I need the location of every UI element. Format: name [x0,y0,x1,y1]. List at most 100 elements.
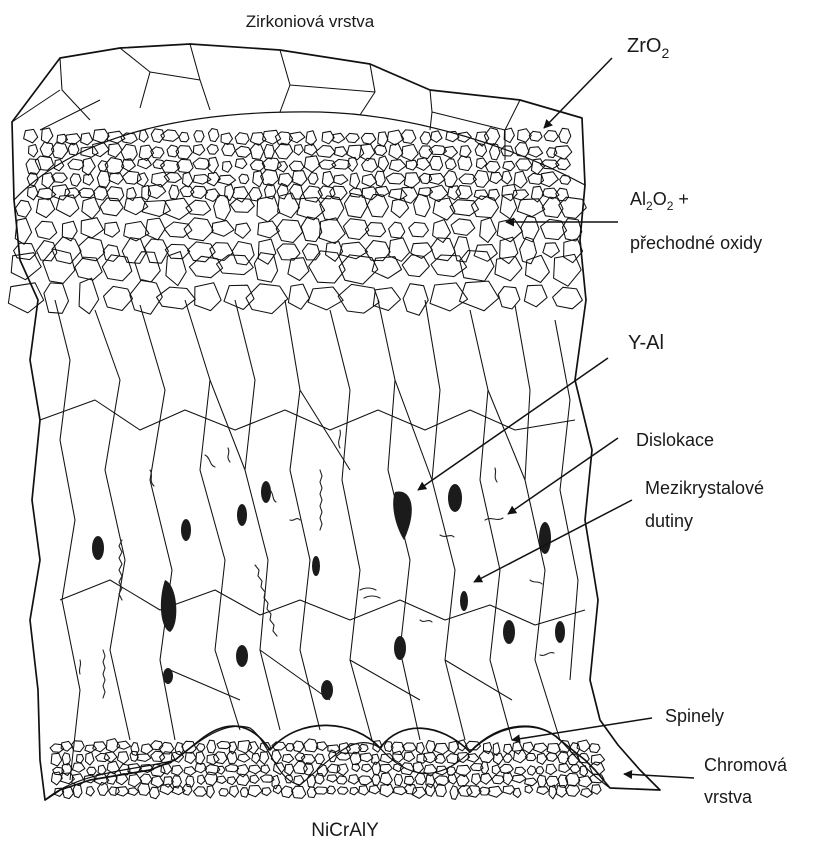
grain-cell [318,160,335,170]
grain-cell [514,171,527,188]
grain-cell [44,283,69,313]
grain-cell [451,219,475,236]
grain-cell [431,131,442,143]
grain-cell [29,145,38,158]
grain-cell [430,283,468,311]
grain-cell [139,130,148,142]
grain-cell [86,752,95,765]
grain-cell [515,143,529,157]
grain-cell [235,133,249,145]
grain-cell [257,196,280,222]
grain-cell [372,775,380,786]
grain-cell [198,775,206,784]
grain-cell [503,161,515,171]
grain-cell [182,741,196,753]
grain-cell [319,218,345,244]
grain-cell [137,754,151,761]
grain-cell [424,765,437,777]
grain-cell [122,171,141,184]
grain-cell [68,159,84,170]
grain-cell [472,774,481,785]
grain-cell [214,195,231,220]
grain-cell [556,188,569,201]
arrow-intercrystal [474,500,632,582]
arrow-chromium [624,774,694,778]
label-zro2-main: ZrO [627,35,661,57]
grain-cell [402,255,429,277]
grain-cell [566,785,580,796]
grain-cell [458,156,472,171]
grain-cell [367,195,388,218]
grain-cell [221,133,233,145]
grain-cell [73,763,85,773]
grain-cell [380,784,394,797]
grain-cell [346,133,360,142]
grain-cell [425,784,435,797]
grain-cell [76,755,83,764]
grain-cell [195,283,221,311]
label-chromium-2: vrstva [704,787,753,807]
grain-cell [517,199,545,217]
grain-cell [285,764,294,775]
grain-cell [222,161,232,172]
grain-cell [262,788,271,796]
grain-cell [82,158,95,175]
grain-cell [102,255,132,281]
grain-cell [536,767,544,775]
grain-cell [94,187,108,201]
grain-cell [513,742,523,755]
grain-cell [413,762,423,773]
grain-cell [570,765,580,773]
grain-cell [404,173,420,189]
label-spinels: Spinely [665,706,724,726]
grain-cell [277,244,300,260]
arrow-spinels [512,718,652,740]
grain-cell [160,784,174,795]
grain-cell [337,787,348,795]
grain-cell [404,752,415,762]
grain-cell [97,171,110,187]
grain-cell [327,775,338,782]
grain-cell [589,744,600,753]
grain-cell [560,176,571,185]
grain-cell [56,195,79,217]
grain-cell [380,764,393,773]
grain-cell [314,787,328,794]
grain-cell [175,743,183,756]
grain-cell [54,160,64,171]
grain-cell [302,244,320,260]
grain-cell [271,750,281,763]
grain-cell [230,198,254,212]
grain-cell [288,258,309,281]
grain-cell [468,754,479,763]
grain-cell [417,754,427,764]
grain-cell [537,775,546,787]
grain-cell [495,256,522,281]
grain-cell [161,764,172,774]
grain-cell [389,222,405,238]
grain-cell [193,145,204,156]
grain-cell [389,160,406,172]
pointer-arrows [418,58,694,778]
grain-cell [65,188,81,199]
grain-cell [230,786,239,798]
grain-cell [308,173,318,185]
grain-cell [189,256,222,277]
grain-cell [145,218,165,240]
grain-cell [293,741,304,752]
grain-cell [498,287,520,309]
grain-cell [183,172,193,187]
grain-cell [402,743,416,751]
grain-cell [481,773,492,784]
grain-cell [295,753,305,761]
grain-cell [304,763,314,776]
label-y-al: Y-Al [628,332,664,354]
grain-cell [503,754,512,763]
grain-cell [389,144,403,160]
grain-cell [52,185,70,200]
grain-cell [217,741,231,748]
grain-cell [525,785,533,793]
grain-cell [484,128,499,145]
grain-cell [235,159,247,169]
grain-cell [250,775,259,784]
